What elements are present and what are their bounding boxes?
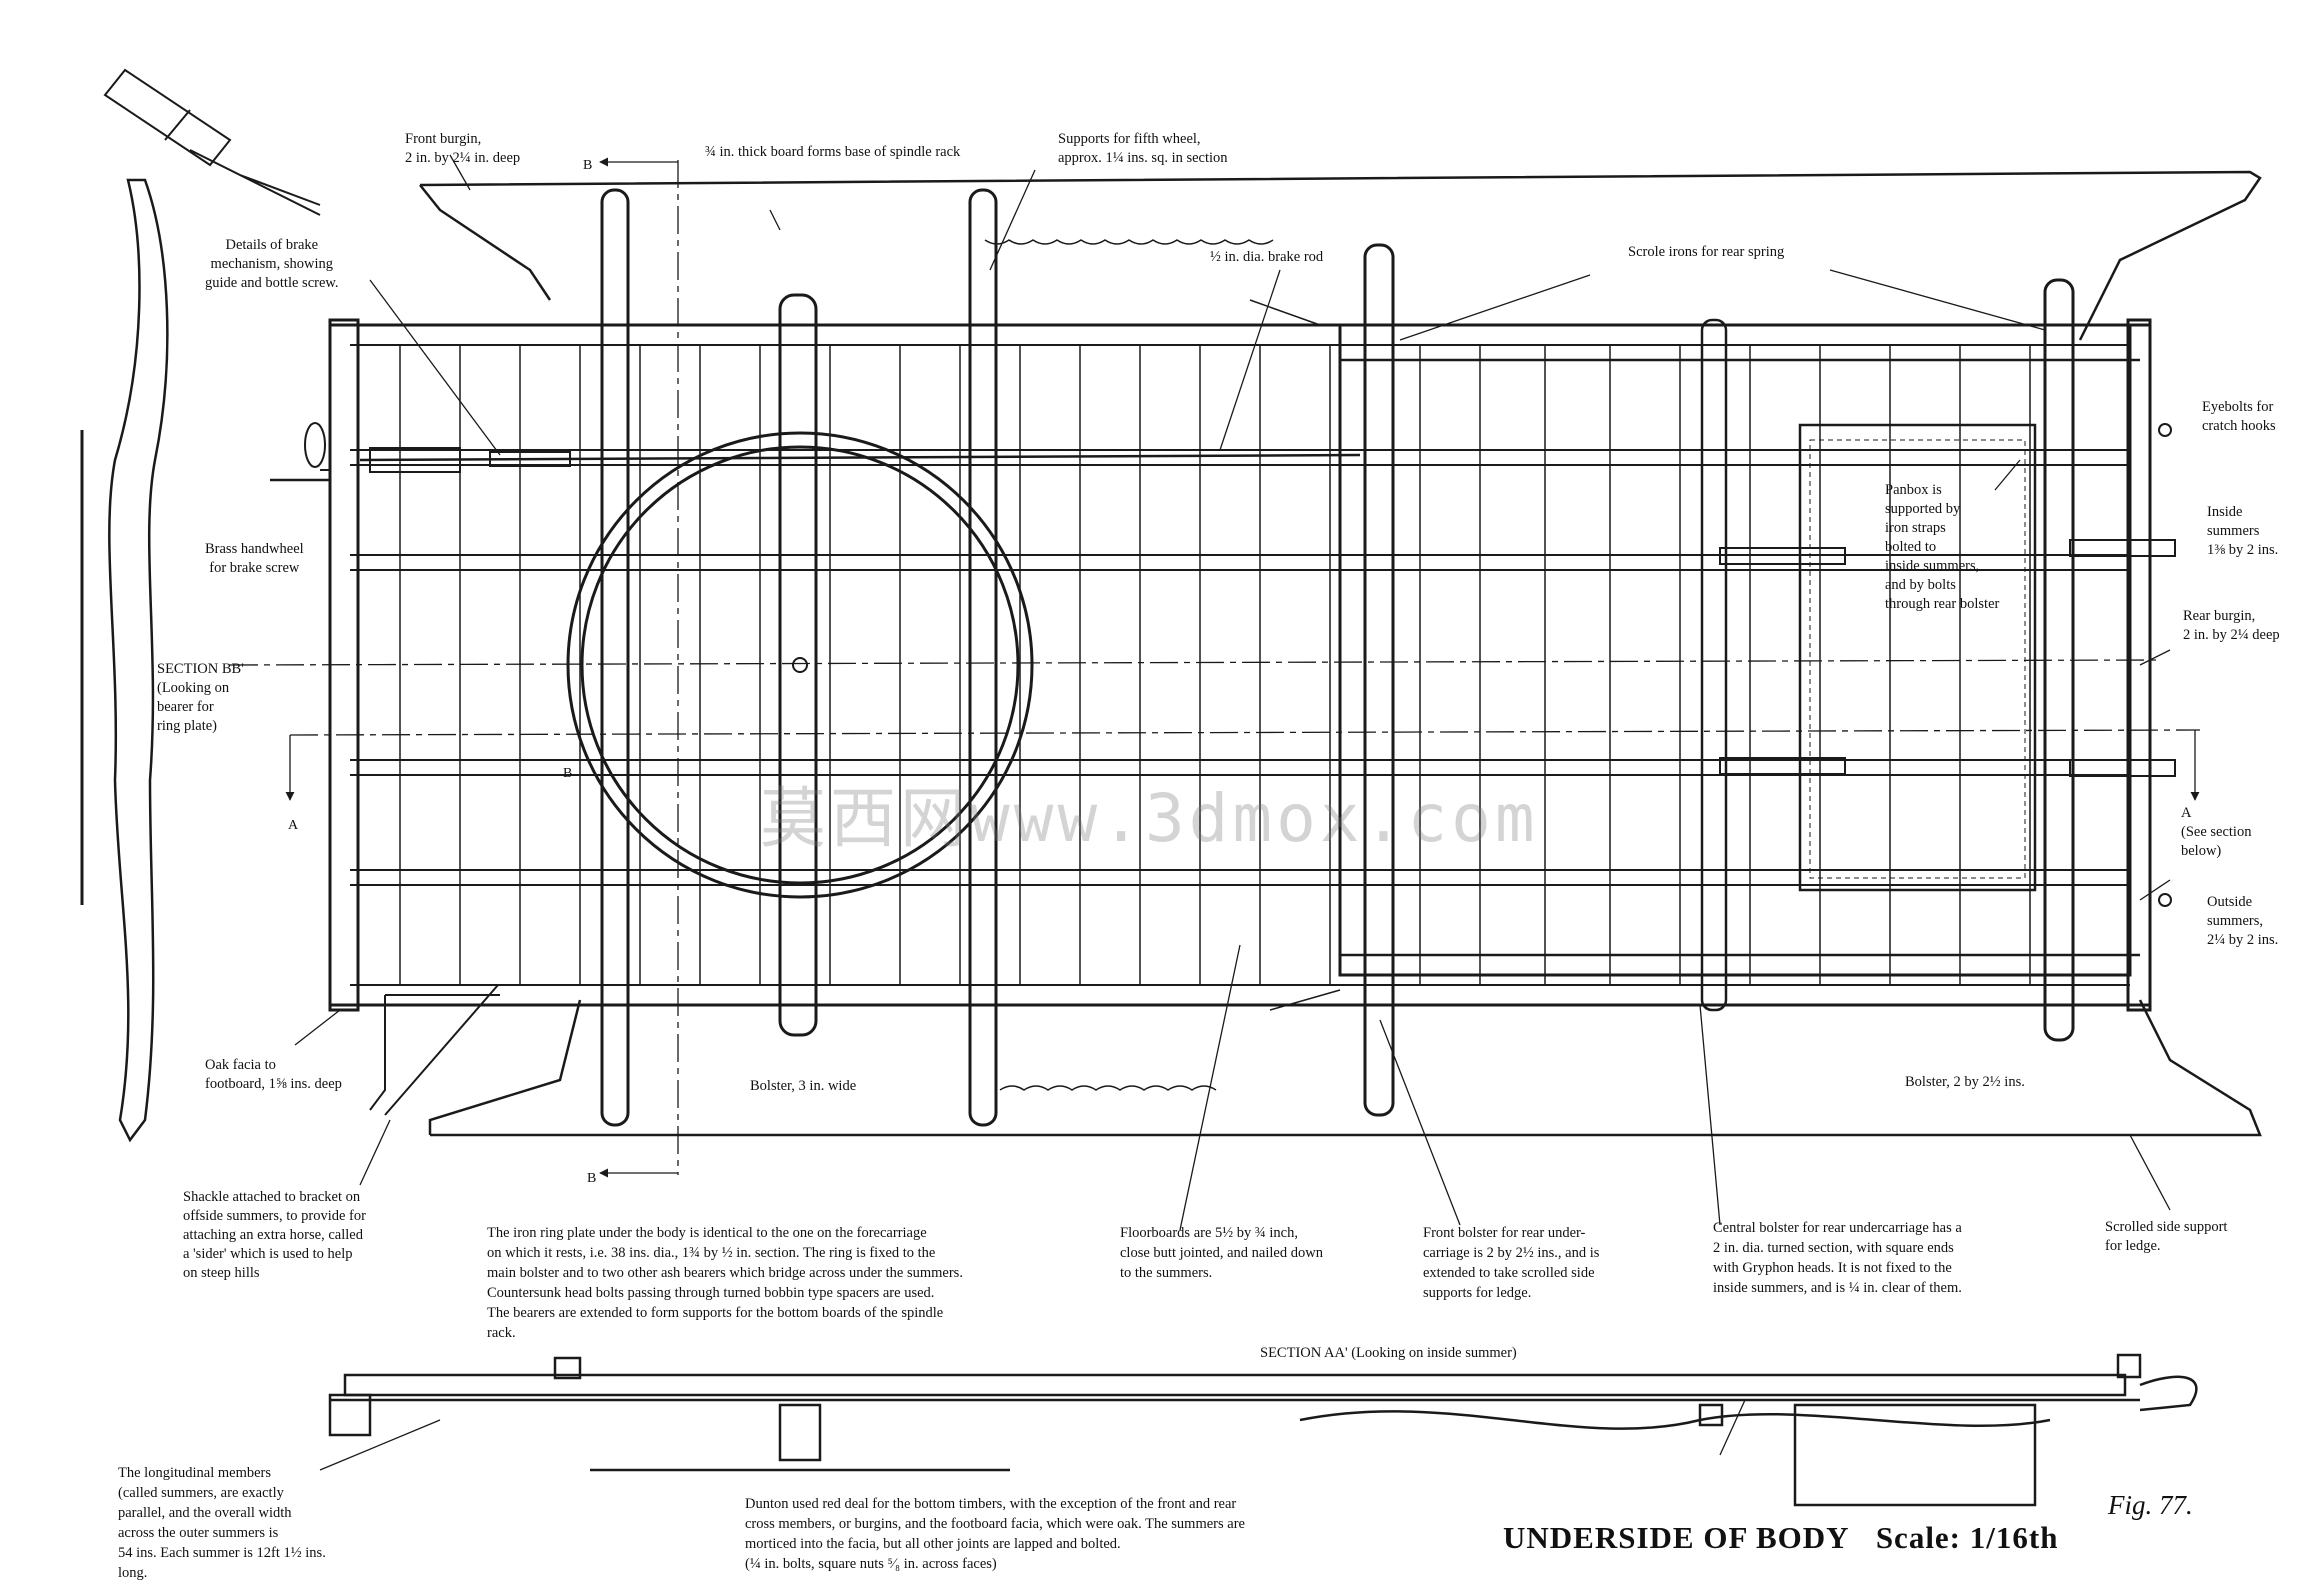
figure-title-text: UNDERSIDE OF BODY: [1503, 1520, 1850, 1555]
brake-rod: [359, 453, 1361, 462]
mark-b-middle: B: [563, 766, 573, 781]
watermark: 莫西网www.3dmox.com: [760, 780, 1539, 857]
figure-scale: Scale: 1/16th: [1875, 1520, 2059, 1555]
figure-number: Fig. 77.: [2108, 1490, 2193, 1520]
main-bolster: [778, 293, 818, 1037]
label-eyebolts: Eyebolts for cratch hooks: [2202, 399, 2276, 434]
label-bolster-front: Bolster, 3 in. wide: [750, 1078, 857, 1094]
label-outside-summers: Outside summers, 2¼ by 2 ins.: [2207, 894, 2279, 948]
label-brass-handwheel: Brass handwheel for brake screw: [205, 541, 304, 576]
label-fifth-wheel-supports: Supports for fifth wheel, approx. 1¼ ins…: [1058, 131, 1228, 166]
label-scrolled-side-support: Scrolled side support for ledge.: [2105, 1219, 2228, 1254]
ring-plate: [566, 431, 1034, 899]
rear-undercarriage: [1338, 323, 2132, 977]
rear-burgin: [2126, 318, 2152, 1012]
figure-title: UNDERSIDE OF BODY Scale: 1/16th: [1503, 1520, 2058, 1556]
label-bolster-rear: Bolster, 2 by 2½ ins.: [1905, 1074, 2025, 1090]
label-section-aa: SECTION AA' (Looking on inside summer): [1260, 1345, 1517, 1361]
note-dunton-timbers: Dunton used red deal for the bottom timb…: [745, 1496, 1245, 1572]
label-spindle-rack-board: ¾ in. thick board forms base of spindle …: [705, 144, 961, 160]
note-central-bolster: Central bolster for rear undercarriage h…: [1713, 1220, 1962, 1296]
mark-a-left: A: [288, 818, 299, 833]
floorboards: [399, 345, 2031, 985]
brass-handwheel: [304, 422, 326, 468]
note-front-bolster-rear: Front bolster for rear under- carriage i…: [1423, 1225, 1600, 1301]
mark-b-bottom: B: [587, 1171, 597, 1186]
label-section-a-right: A (See section below): [2181, 805, 2252, 859]
spindle-rack-outline: [419, 170, 2262, 1137]
mark-b-top: B: [583, 158, 593, 173]
rear-front-bolster: [1363, 243, 1395, 1117]
label-section-bb: SECTION BB' (Looking on bearer for ring …: [157, 661, 244, 734]
label-panbox: Panbox is supported by iron straps bolte…: [1885, 482, 2000, 612]
label-inside-summers: Inside summers 1⅜ by 2 ins.: [2207, 504, 2279, 558]
section-bb-profile: [108, 178, 169, 1143]
label-shackle: Shackle attached to bracket on offside s…: [183, 1189, 366, 1281]
central-bolster: [1700, 318, 1728, 1012]
label-scrole-irons: Scrole irons for rear spring: [1628, 244, 1785, 260]
note-longitudinal-members: The longitudinal members (called summers…: [118, 1465, 326, 1581]
section-aa-line: [289, 729, 2201, 736]
label-oak-facia: Oak facia to footboard, 1⅝ ins. deep: [205, 1057, 342, 1092]
shackle: [369, 984, 500, 1116]
panbox: [1798, 423, 2037, 892]
brake-mechanism-detail: [103, 68, 321, 216]
section-aa-drawing: [328, 1353, 2198, 1507]
label-brake-details: Details of brake mechanism, showing guid…: [205, 237, 339, 291]
scalloped-edge-bottom: [999, 989, 1341, 1091]
note-ring-plate: The iron ring plate under the body is id…: [487, 1225, 963, 1341]
note-floorboards: Floorboards are 5½ by ¾ inch, close butt…: [1120, 1225, 1323, 1281]
scalloped-edge-top: [984, 239, 1321, 326]
label-rear-burgin: Rear burgin, 2 in. by 2¼ deep: [2183, 608, 2280, 643]
label-brake-rod: ½ in. dia. brake rod: [1210, 249, 1324, 265]
front-bolster: [600, 188, 630, 1127]
label-front-burgin: Front burgin, 2 in. by 2¼ in. deep: [405, 131, 521, 166]
